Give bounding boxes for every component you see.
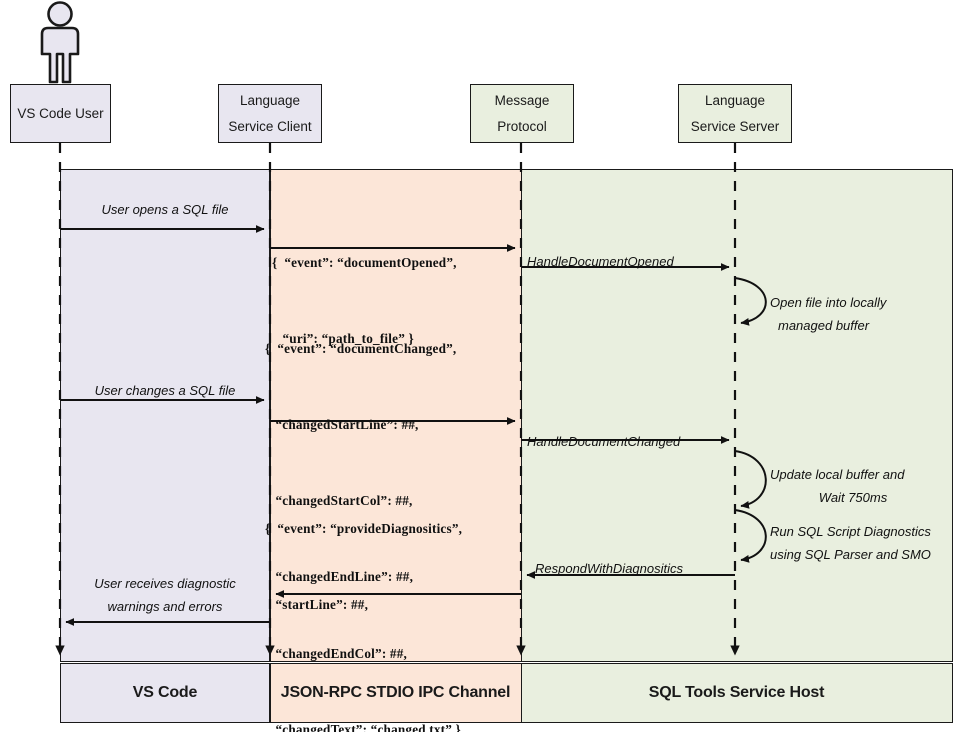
json-line: { “event”: “documentOpened”,	[272, 254, 457, 270]
json-payload-document-opened: { “event”: “documentOpened”, “uri”: “pat…	[272, 199, 457, 402]
message-label-handle-document-opened: HandleDocumentOpened	[527, 254, 674, 269]
json-line: “startLine”: ##,	[265, 597, 369, 613]
json-payload-document-changed: { “event”: “documentChanged”, “changedSt…	[265, 285, 461, 732]
participant-label-line1: Language	[704, 92, 766, 108]
footer-box-json-rpc-channel[interactable]: JSON-RPC STDIO IPC Channel	[269, 663, 522, 723]
message-label-user-opens-sql-file: User opens a SQL file	[101, 202, 229, 217]
json-line: { “event”: “provideDiagnositics”,	[265, 520, 463, 536]
self-loop-run-diagnostics	[734, 509, 767, 563]
json-line: { “event”: “documentChanged”,	[265, 340, 457, 356]
message-label-user-receives-diagnostics: User receives diagnostic warnings and er…	[55, 573, 275, 619]
note-update-buffer-wait: Update local buffer and Wait 750ms	[770, 464, 955, 510]
json-line: “uri”: “path_to_file” }	[272, 331, 414, 347]
participant-label-line1: Message	[494, 92, 550, 108]
note-run-sql-script-diagnostics: Run SQL Script Diagnostics using SQL Par…	[770, 521, 960, 567]
footer-label: VS Code	[132, 684, 198, 701]
message-label-handle-document-changed: HandleDocumentChanged	[527, 434, 681, 449]
participant-label-line2: Service Client	[228, 118, 312, 134]
self-loop-open-file	[734, 277, 767, 326]
participant-box-language-service-server[interactable]: Language Service Server	[678, 84, 792, 143]
note-line2: using SQL Parser and SMO	[770, 546, 931, 562]
participant-label-line1: Language	[239, 92, 301, 108]
note-open-file-into-buffer: Open file into locally managed buffer	[770, 292, 950, 338]
message-label-line2: warnings and errors	[107, 598, 223, 614]
footer-box-vs-code[interactable]: VS Code	[60, 663, 270, 723]
json-line: “changedEndLine”: ##,	[265, 569, 414, 585]
footer-label: JSON-RPC STDIO IPC Channel	[280, 684, 511, 701]
message-label-line1: User receives diagnostic	[94, 576, 236, 591]
stick-figure-actor	[40, 1, 80, 84]
json-line: “changedText”: “changed txt” }	[265, 721, 461, 732]
note-line1: Update local buffer and	[770, 467, 905, 482]
note-line2: managed buffer	[778, 317, 870, 333]
participant-label-line2: Service Server	[690, 118, 780, 134]
json-line: “changedStartCol”: ##,	[265, 493, 413, 509]
lane-band-ipc	[269, 169, 522, 662]
participant-box-vs-code-user[interactable]: VS Code User	[10, 84, 111, 143]
json-line: “changedEndCol”: ##,	[265, 645, 407, 661]
participant-label-line1: VS Code User	[17, 105, 104, 121]
footer-box-sql-tools-service-host[interactable]: SQL Tools Service Host	[520, 663, 953, 723]
message-label-user-changes-sql-file: User changes a SQL file	[94, 383, 236, 398]
participant-label-line2: Protocol	[497, 118, 547, 134]
message-label-respond-with-diagnositics: RespondWithDiagnositics	[535, 561, 684, 576]
participant-box-message-protocol[interactable]: Message Protocol	[470, 84, 574, 143]
note-line1: Open file into locally	[770, 295, 887, 310]
lane-band-vscode	[60, 169, 270, 662]
footer-label: SQL Tools Service Host	[648, 684, 825, 701]
lane-band-host	[520, 169, 953, 662]
json-line: “changedStartLine”: ##,	[265, 417, 419, 433]
note-line2: Wait 750ms	[818, 489, 888, 505]
self-loop-update-buffer	[734, 450, 767, 509]
participant-box-language-service-client[interactable]: Language Service Client	[218, 84, 322, 143]
note-line1: Run SQL Script Diagnostics	[770, 524, 931, 539]
